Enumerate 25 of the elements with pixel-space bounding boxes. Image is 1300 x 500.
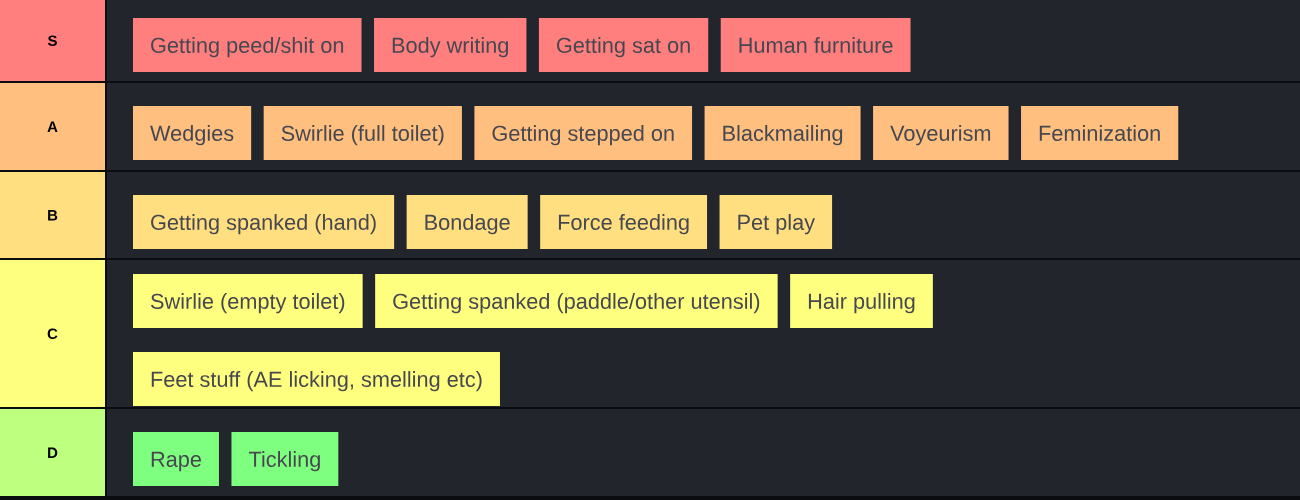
item-tile: Bondage (406, 195, 528, 249)
item-tile: Rape (133, 432, 219, 486)
item-tile: Force feeding (540, 195, 708, 249)
item-tile: Feminization (1021, 106, 1179, 160)
item-tile: Tickling (231, 432, 339, 486)
node-label: C (47, 328, 58, 340)
node-label: D (48, 447, 58, 458)
item-tile: Voyeurism (873, 106, 1009, 160)
node-label: A (47, 121, 58, 132)
item-tile: Hair pulling (790, 274, 933, 328)
node-label: B (48, 210, 58, 221)
item-tile: Wedgies (133, 106, 252, 160)
item-tile: Getting peed/shit on (133, 18, 362, 72)
item-tile: Swirlie (full toilet) (263, 106, 462, 160)
item-tile: Body writing (374, 18, 527, 72)
node-label: S (47, 35, 57, 47)
item-tile: Blackmailing (704, 106, 861, 160)
item-tile: Getting spanked (paddle/other utensil) (375, 274, 778, 328)
item-tile: Getting stepped on (474, 106, 693, 160)
item-tile: Getting spanked (hand) (133, 195, 395, 249)
item-tile: Getting sat on (538, 18, 709, 72)
item-tile: Human furniture (720, 18, 911, 72)
item-tile: Pet play (719, 195, 833, 249)
item-tile: Swirlie (empty toilet) (133, 274, 363, 328)
item-tile: Feet stuff (AE licking, smelling etc) (133, 352, 500, 406)
